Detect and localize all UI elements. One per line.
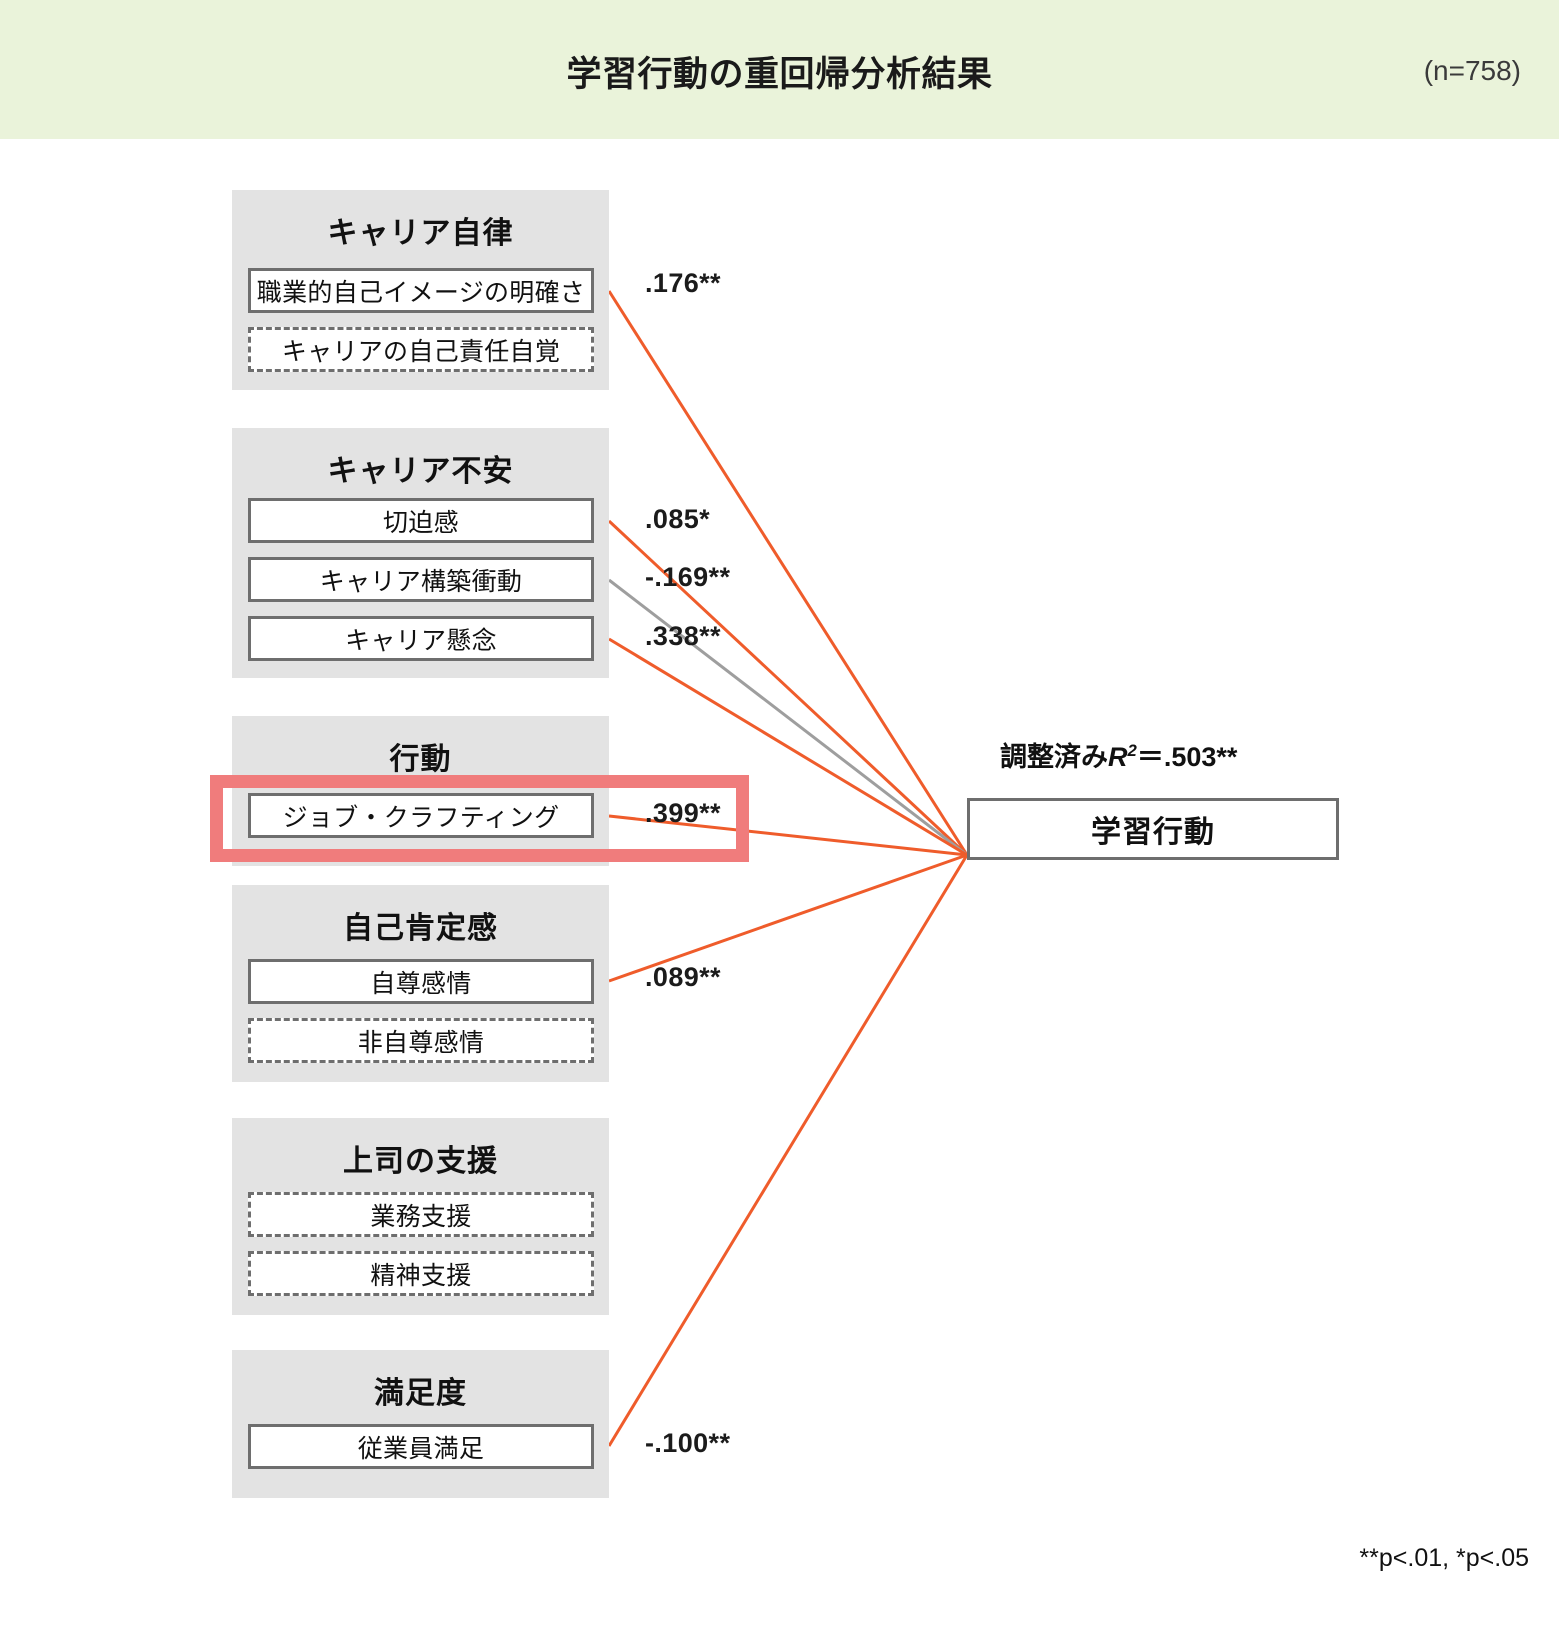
adjusted-r-squared: 調整済みR2＝.503** xyxy=(1000,735,1237,774)
header-band: 学習行動の重回帰分析結果 (n=758) xyxy=(0,0,1559,139)
page-title: 学習行動の重回帰分析結果 xyxy=(566,55,993,94)
indicator-box[interactable]: 自尊感情 xyxy=(248,959,594,1004)
group-title: 満足度 xyxy=(374,1377,467,1410)
coefficient-label-employee-satisfaction: -.100** xyxy=(645,1428,731,1458)
group-title: 自己肯定感 xyxy=(343,912,498,945)
path-career-image xyxy=(607,290,969,856)
group-title: キャリア自律 xyxy=(327,217,514,250)
indicator-box[interactable]: キャリア構築衝動 xyxy=(248,557,594,602)
path-career-concern xyxy=(608,637,968,857)
coefficient-label-career-image: .176** xyxy=(645,268,721,298)
path-self-esteem xyxy=(608,853,968,983)
sample-size-label: (n=758) xyxy=(1423,55,1521,86)
coefficient-label-career-concern: .338** xyxy=(645,621,721,651)
indicator-box[interactable]: キャリア懸念 xyxy=(248,616,594,661)
path-urgency xyxy=(607,519,969,857)
r2-value: .503** xyxy=(1163,742,1238,772)
coefficient-label-job-crafting: .399** xyxy=(645,798,721,828)
coefficient-label-urgency: .085* xyxy=(645,504,711,534)
construct-group-self-affirmation: 自己肯定感 自尊感情 非自尊感情 xyxy=(232,885,609,1082)
outcome-box-learning-behavior[interactable]: 学習行動 xyxy=(967,798,1339,860)
indicator-box[interactable]: 切迫感 xyxy=(248,498,594,543)
indicator-box[interactable]: 精神支援 xyxy=(248,1251,594,1296)
construct-group-satisfaction: 満足度 従業員満足 xyxy=(232,1350,609,1498)
r2-equals: ＝ xyxy=(1136,742,1164,772)
indicator-box[interactable]: 業務支援 xyxy=(248,1192,594,1237)
significance-footnote: **p<.01, *p<.05 xyxy=(1359,1544,1529,1572)
path-job-crafting xyxy=(608,814,968,857)
indicator-box[interactable]: 従業員満足 xyxy=(248,1424,594,1469)
group-title: キャリア不安 xyxy=(327,455,514,488)
coefficient-label-self-esteem: .089** xyxy=(645,962,721,992)
r2-exponent: 2 xyxy=(1127,741,1137,760)
indicator-box[interactable]: ジョブ・クラフティング xyxy=(248,793,594,838)
indicator-box[interactable]: キャリアの自己責任自覚 xyxy=(248,327,594,372)
r2-prefix: 調整済み xyxy=(1000,742,1108,772)
construct-group-career-autonomy: キャリア自律 職業的自己イメージの明確さ キャリアの自己責任自覚 xyxy=(232,190,609,390)
construct-group-behavior: 行動 ジョブ・クラフティング xyxy=(232,716,609,866)
indicator-box[interactable]: 非自尊感情 xyxy=(248,1018,594,1063)
indicator-box[interactable]: 職業的自己イメージの明確さ xyxy=(248,268,594,313)
path-employee-satisfaction xyxy=(607,854,969,1447)
coefficient-label-career-building-drive: -.169** xyxy=(645,562,731,592)
r2-symbol: R xyxy=(1108,742,1128,772)
path-career-building-drive xyxy=(608,578,968,857)
group-title: 上司の支援 xyxy=(343,1145,498,1178)
group-title: 行動 xyxy=(389,743,452,776)
construct-group-supervisor-support: 上司の支援 業務支援 精神支援 xyxy=(232,1118,609,1315)
construct-group-career-anxiety: キャリア不安 切迫感 キャリア構築衝動 キャリア懸念 xyxy=(232,428,609,678)
